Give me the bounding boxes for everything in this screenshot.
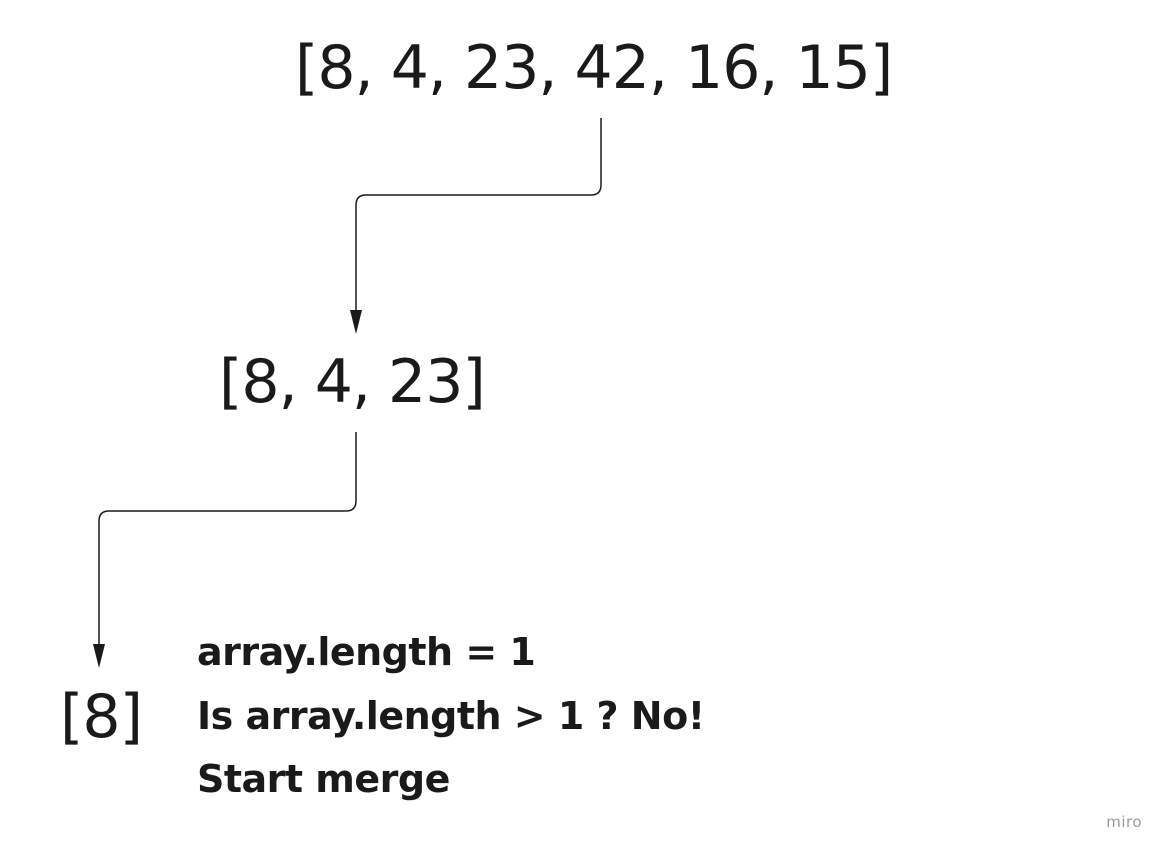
connector-root-to-left	[355, 118, 602, 312]
arrowhead-left-to-single	[93, 644, 105, 668]
miro-watermark: miro	[1106, 813, 1142, 831]
note-array-length: array.length = 1	[197, 630, 536, 674]
connector-left-to-single	[98, 432, 357, 646]
array-node-root: [8, 4, 23, 42, 16, 15]	[295, 33, 893, 103]
note-length-check: Is array.length > 1 ? No!	[197, 694, 705, 738]
array-node-left-half: [8, 4, 23]	[219, 347, 486, 417]
array-node-single: [8]	[60, 682, 143, 752]
arrowhead-root-to-left	[350, 310, 362, 334]
note-start-merge: Start merge	[197, 757, 450, 801]
